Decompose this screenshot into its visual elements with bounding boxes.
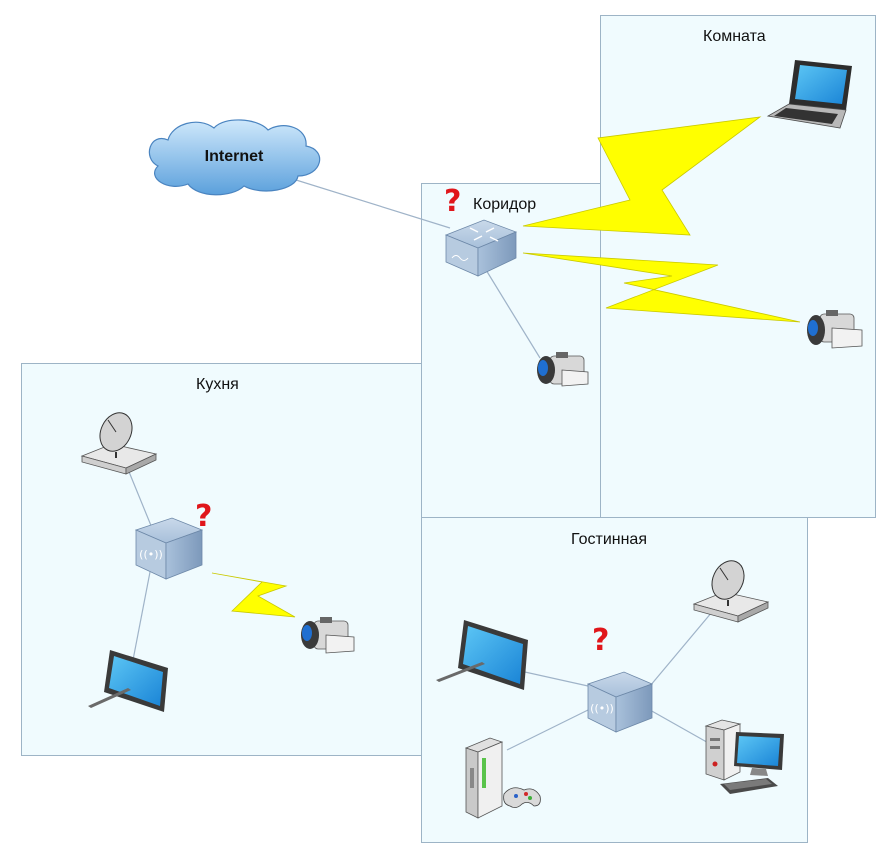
wired-links	[124, 174, 713, 751]
link-living-ap-desktop	[649, 709, 713, 746]
router-icon	[444, 219, 518, 277]
game-console-icon	[464, 737, 541, 819]
laptop-icon	[766, 60, 852, 129]
flat-panel-tv-icon	[88, 650, 168, 712]
wireless-bolt-kitchen-ap-camera	[211, 572, 296, 618]
link-kitchen-receiver-ap	[124, 461, 153, 529]
internet-label: Internet	[205, 148, 264, 165]
wireless-bolt-router-camera	[522, 252, 801, 323]
link-internet-router	[279, 174, 451, 229]
link-kitchen-ap-tv	[132, 571, 151, 661]
wireless-access-point-icon: ((•))	[134, 517, 204, 580]
wireless-bolt-router-laptop	[522, 116, 762, 236]
room-label-koridor: Коридор	[473, 196, 537, 213]
satellite-receiver-icon	[692, 560, 770, 623]
video-camera-icon	[807, 310, 863, 349]
unknown-device-mark-koridor: ?	[444, 184, 462, 219]
link-router-camera	[482, 264, 541, 359]
wireless-access-point-icon: ((•))	[586, 671, 654, 733]
svg-text:((•)): ((•))	[590, 702, 614, 715]
internet-cloud-icon: Internet	[148, 119, 321, 196]
wireless-links	[211, 116, 801, 618]
unknown-device-mark-kukhnya: ?	[195, 499, 213, 534]
video-camera-icon	[301, 617, 355, 654]
desktop-computer-icon	[704, 719, 784, 794]
room-label-gostinaya: Гостинная	[571, 531, 647, 548]
satellite-receiver-icon	[80, 412, 158, 475]
unknown-device-mark-gostinaya: ?	[592, 623, 610, 658]
room-kukhnya	[21, 363, 422, 756]
link-living-ap-receiver	[649, 611, 713, 687]
link-living-console-ap	[506, 709, 589, 751]
room-label-kukhnya: Кухня	[196, 376, 239, 393]
svg-text:((•)): ((•))	[139, 548, 163, 561]
video-camera-icon	[537, 352, 589, 387]
room-label-komnata: Комната	[703, 28, 766, 45]
flat-panel-tv-icon	[436, 620, 528, 690]
